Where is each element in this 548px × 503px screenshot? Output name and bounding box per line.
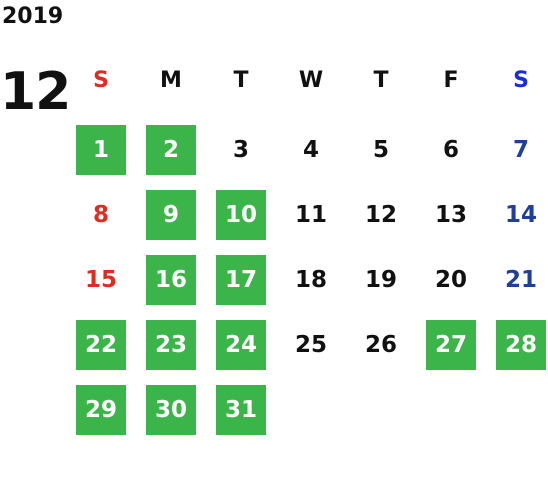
calendar-day-30[interactable]: 30 [146, 385, 196, 435]
weekday-header: F [443, 68, 459, 93]
weekday-header: W [298, 68, 324, 93]
calendar-day-23[interactable]: 23 [146, 320, 196, 370]
weekday-header: T [233, 68, 249, 93]
calendar-day-13[interactable]: 13 [434, 202, 467, 228]
calendar-day-3[interactable]: 3 [232, 137, 249, 163]
calendar-day-11[interactable]: 11 [294, 202, 327, 228]
month-number: 12 [0, 62, 71, 122]
calendar-day-9[interactable]: 9 [146, 190, 196, 240]
calendar-day-26[interactable]: 26 [364, 332, 397, 358]
calendar-day-12[interactable]: 12 [364, 202, 397, 228]
calendar-day-15[interactable]: 15 [84, 267, 117, 293]
calendar-day-16[interactable]: 16 [146, 255, 196, 305]
calendar-day-14[interactable]: 14 [504, 202, 537, 228]
calendar-day-7[interactable]: 7 [512, 137, 529, 163]
calendar-day-31[interactable]: 31 [216, 385, 266, 435]
weekday-header: S [513, 68, 529, 93]
calendar-day-5[interactable]: 5 [372, 137, 389, 163]
calendar-day-24[interactable]: 24 [216, 320, 266, 370]
weekday-header: M [160, 68, 182, 93]
calendar-day-22[interactable]: 22 [76, 320, 126, 370]
calendar-day-28[interactable]: 28 [496, 320, 546, 370]
calendar-day-8[interactable]: 8 [92, 202, 109, 228]
weekday-header: T [373, 68, 389, 93]
calendar-day-19[interactable]: 19 [364, 267, 397, 293]
calendar-day-21[interactable]: 21 [504, 267, 537, 293]
calendar-day-25[interactable]: 25 [294, 332, 327, 358]
calendar-day-29[interactable]: 29 [76, 385, 126, 435]
calendar-day-10[interactable]: 10 [216, 190, 266, 240]
weekday-header: S [93, 68, 109, 93]
calendar-day-27[interactable]: 27 [426, 320, 476, 370]
calendar-day-20[interactable]: 20 [434, 267, 467, 293]
calendar-day-18[interactable]: 18 [294, 267, 327, 293]
calendar-day-4[interactable]: 4 [302, 137, 319, 163]
calendar-day-2[interactable]: 2 [146, 125, 196, 175]
calendar-day-17[interactable]: 17 [216, 255, 266, 305]
calendar-day-1[interactable]: 1 [76, 125, 126, 175]
year-label: 2019 [2, 4, 64, 29]
calendar-day-6[interactable]: 6 [442, 137, 459, 163]
